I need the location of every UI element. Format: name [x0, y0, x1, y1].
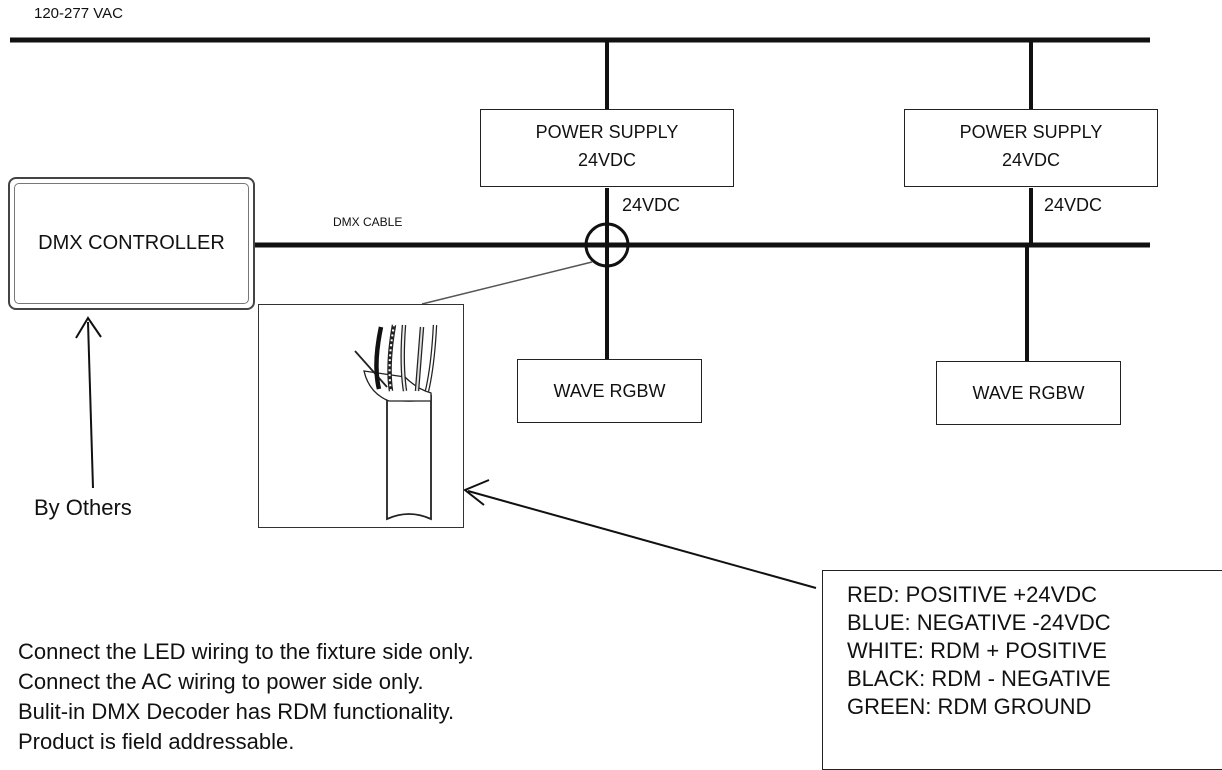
- legend-item: GREEN: RDM GROUND: [847, 694, 1092, 719]
- legend-item: RED: POSITIVE +24VDC: [847, 582, 1098, 607]
- dmx-controller-box: DMX CONTROLLER: [8, 177, 255, 310]
- note-line: Product is field addressable.: [18, 729, 295, 754]
- note-line: Connect the LED wiring to the fixture si…: [18, 639, 474, 664]
- dc-output-label-1: 24VDC: [622, 195, 681, 215]
- fixture-label: WAVE RGBW: [553, 380, 666, 401]
- junction-marker: [584, 222, 630, 268]
- power-supply-voltage: 24VDC: [1001, 150, 1061, 170]
- detail-leader-line: [421, 261, 593, 305]
- power-supply-box-2: POWER SUPPLY 24VDC: [904, 109, 1158, 187]
- legend-item: WHITE: RDM + POSITIVE: [847, 638, 1107, 663]
- by-others-arrow: [87, 321, 94, 489]
- arrow-head-up: [75, 316, 102, 339]
- legend-item: BLUE: NEGATIVE -24VDC: [847, 610, 1111, 635]
- cable-illustration: [354, 324, 438, 521]
- dc-output-label-2: 24VDC: [1044, 195, 1103, 215]
- ac-voltage-label: 120-277 VAC: [34, 5, 123, 22]
- fixture-label: WAVE RGBW: [972, 382, 1085, 403]
- power-supply-title: POWER SUPPLY: [959, 122, 1103, 142]
- power-supply-title: POWER SUPPLY: [535, 122, 679, 142]
- arrow-head-left: [463, 479, 490, 506]
- note-line: Connect the AC wiring to power side only…: [18, 669, 424, 694]
- fixture-box-2: WAVE RGBW: [936, 361, 1121, 425]
- by-others-label: By Others: [34, 495, 132, 520]
- legend-item: BLACK: RDM - NEGATIVE: [847, 666, 1111, 691]
- installation-notes: Connect the LED wiring to the fixture si…: [18, 637, 474, 757]
- wire-color-legend: RED: POSITIVE +24VDC BLUE: NEGATIVE -24V…: [822, 570, 1222, 770]
- legend-arrow: [467, 490, 817, 589]
- note-line: Bulit-in DMX Decoder has RDM functionali…: [18, 699, 455, 724]
- fixture-box-1: WAVE RGBW: [517, 359, 702, 423]
- power-supply-box-1: POWER SUPPLY 24VDC: [480, 109, 734, 187]
- power-supply-voltage: 24VDC: [577, 150, 637, 170]
- dmx-cable-label: DMX CABLE: [333, 215, 403, 229]
- cable-detail-inset: [258, 304, 464, 528]
- dmx-controller-label: DMX CONTROLLER: [14, 183, 249, 304]
